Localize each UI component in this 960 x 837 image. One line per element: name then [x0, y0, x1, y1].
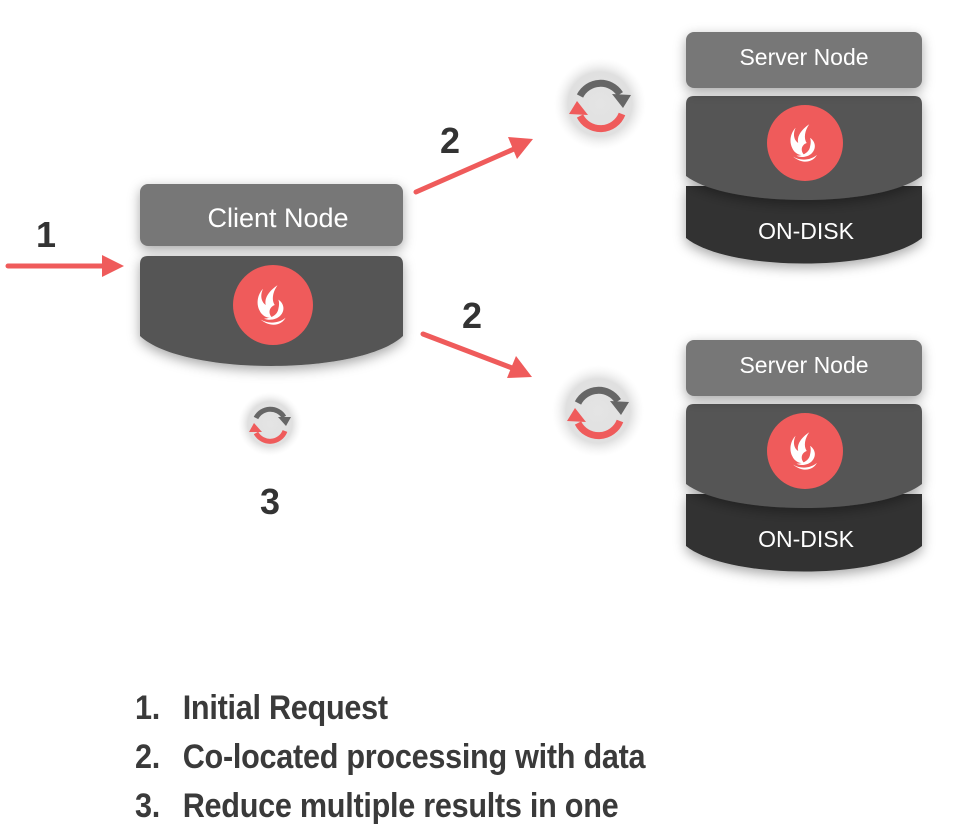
legend-item: 1. Initial Request [135, 684, 645, 733]
legend-item-text: Co-located processing with data [182, 738, 646, 776]
server-node-top: ON-DISK Server Node [686, 32, 922, 264]
process-arrow-bottom [420, 331, 532, 378]
step-1-label: 1 [36, 214, 56, 255]
server-node-top-storage: ON-DISK [758, 218, 855, 244]
client-sync [238, 392, 302, 456]
step-3-label: 3 [260, 481, 280, 522]
legend-item-number: 1. [135, 689, 160, 727]
process-arrow-top [413, 137, 533, 195]
sync-icon [249, 406, 291, 444]
sync-icon [569, 79, 631, 133]
sync-icon [567, 386, 629, 440]
step-2-label-bottom: 2 [462, 295, 482, 336]
legend-item: 3. Reduce multiple results in one [135, 782, 645, 831]
sync-top [554, 58, 646, 150]
server-node-bottom-storage: ON-DISK [758, 526, 855, 552]
client-node-label: Client Node [207, 203, 348, 233]
server-node-bottom-label: Server Node [739, 352, 868, 378]
client-node-header [140, 184, 403, 246]
legend-list: 1. Initial Request 2. Co-located processin… [135, 684, 646, 831]
legend-item-number: 3. [135, 787, 160, 825]
server-node-top-label: Server Node [739, 44, 868, 70]
sync-bottom [552, 365, 644, 457]
legend-item-text: Reduce multiple results in one [182, 787, 619, 825]
legend-item: 2. Co-located processing with data [135, 733, 646, 782]
client-node: Client Node [140, 184, 403, 366]
legend-item-text: Initial Request [182, 689, 388, 727]
step-2-label-top: 2 [440, 120, 460, 161]
server-node-bottom: ON-DISK Server Node [686, 340, 922, 572]
server-node-top-disk [686, 186, 922, 264]
request-arrow [5, 255, 124, 277]
server-node-bottom-disk [686, 494, 922, 572]
server-node-bottom-header [686, 340, 922, 396]
legend-item-number: 2. [135, 738, 160, 776]
server-node-top-header [686, 32, 922, 88]
